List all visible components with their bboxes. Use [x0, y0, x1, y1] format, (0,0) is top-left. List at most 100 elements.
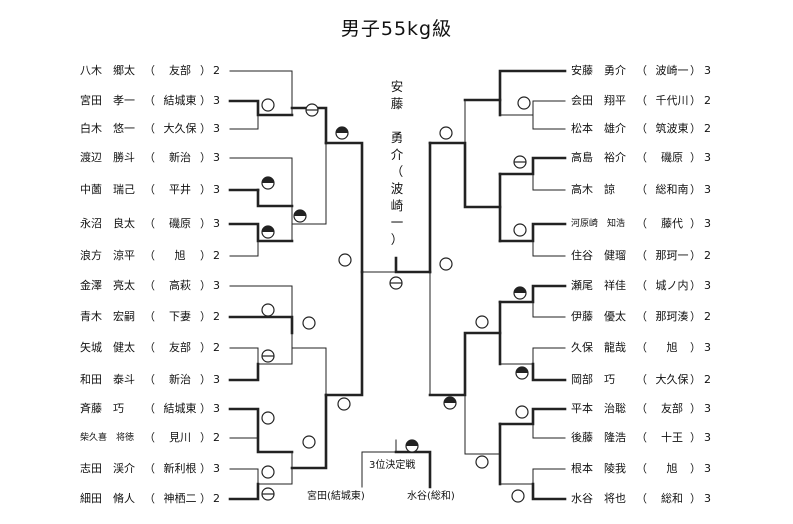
bracket-line [463, 69, 567, 102]
bracket-line [531, 482, 567, 501]
club-name: 見川 [169, 431, 191, 444]
bracket-close: ） [690, 402, 701, 415]
match-score: 3 [213, 122, 220, 135]
bracket-line [498, 284, 567, 304]
left-player-row: 斉藤 巧（結城東）3 [0, 401, 230, 417]
club-name: 友部 [661, 402, 683, 415]
bracket-close: ） [690, 122, 701, 135]
bracket-open: （ [144, 462, 155, 475]
left-player-row: 和田 泰斗（新治）3 [0, 372, 230, 388]
club-name: 磯原 [661, 151, 683, 164]
bracket-line [229, 114, 259, 130]
match-score: 3 [213, 183, 220, 196]
bracket-line [229, 157, 293, 207]
right-player-row: 伊藤 優太（那珂湊）2 [0, 309, 720, 325]
club-name: 総和 [661, 492, 683, 505]
match-score: 2 [704, 94, 711, 107]
win-circle-icon [513, 223, 527, 237]
win-circle-icon [261, 465, 275, 479]
match-score: 2 [704, 249, 711, 262]
bracket-close: ） [690, 249, 701, 262]
half-circle-icon [405, 439, 419, 453]
bracket-open: （ [144, 341, 155, 354]
player-name: 柴久喜 将徳 [80, 433, 135, 443]
left-player-row: 白木 悠一（大久保）3 [0, 121, 230, 137]
bracket-open: （ [144, 373, 155, 386]
player-name: 住谷 健瑠 [571, 249, 626, 262]
club-name: 平井 [169, 183, 191, 196]
club-name: 神栖二 [163, 492, 197, 505]
bracket-close: ） [690, 217, 701, 230]
club-name: 十王 [661, 431, 683, 444]
win-circle-icon [338, 253, 352, 267]
win-circle-icon [517, 96, 531, 110]
bracket-line [532, 301, 566, 318]
half-circle-icon [513, 286, 527, 300]
left-player-row: 永沼 良太（磯原）3 [0, 216, 230, 232]
bracket-line [532, 240, 566, 257]
match-score: 3 [704, 217, 711, 230]
bracket-open: （ [636, 64, 647, 77]
bracket-line [228, 362, 260, 382]
player-name: 高島 裕介 [571, 151, 626, 164]
player-name: 青木 宏嗣 [80, 310, 135, 323]
half-circle-icon [443, 396, 457, 410]
bracket-close: ） [690, 310, 701, 323]
left-player-row: 宮田 孝一（結城東）3 [0, 93, 230, 109]
match-score: 3 [213, 462, 220, 475]
right-player-row: 住谷 健瑠（那珂一）2 [0, 248, 720, 264]
bracket-close: ） [200, 431, 211, 444]
match-score: 2 [213, 310, 220, 323]
bracket-open: （ [144, 183, 155, 196]
bracket-open: （ [636, 217, 647, 230]
bracket-open: （ [144, 310, 155, 323]
bracket-line [394, 450, 432, 489]
bracket-close: ） [690, 462, 701, 475]
win-circle-icon [515, 405, 529, 419]
half-circle-icon [261, 176, 275, 190]
club-name: 千代川 [655, 94, 689, 107]
right-player-row: 水谷 将也（総和）3 [0, 491, 720, 507]
bracket-close: ） [200, 183, 211, 196]
bracket-line [361, 439, 397, 488]
champion-char: 波 [390, 181, 404, 196]
half-circle-icon [261, 487, 275, 501]
match-score: 3 [213, 402, 220, 415]
club-name: 藤代 [661, 217, 683, 230]
left-player-row: 中薗 瑞己（平井）3 [0, 182, 230, 198]
match-score: 3 [704, 492, 711, 505]
club-name: 友部 [169, 64, 191, 77]
win-circle-icon [439, 126, 453, 140]
bracket-close: ） [690, 492, 701, 505]
win-circle-icon [475, 455, 489, 469]
champion-char: 藤 [390, 96, 404, 111]
bracket-open: （ [144, 151, 155, 164]
bracket-open: （ [636, 183, 647, 196]
half-circle-icon [293, 209, 307, 223]
bracket-close: ） [200, 217, 211, 230]
bracket-close: ） [200, 310, 211, 323]
player-name: 八木 郷太 [80, 64, 135, 77]
bracket-line [229, 70, 293, 101]
win-circle-icon [261, 411, 275, 425]
bracket-line [464, 394, 501, 455]
champion-char: 一 [390, 215, 404, 230]
club-name: 旭 [666, 462, 678, 475]
bracket-open: （ [144, 64, 155, 77]
bracket-open: （ [636, 151, 647, 164]
win-circle-icon [302, 435, 316, 449]
club-name: 高萩 [169, 279, 191, 292]
bracket-close: ） [690, 373, 701, 386]
bracket-close: ） [200, 94, 211, 107]
bracket-line [290, 106, 328, 145]
player-name: 金澤 亮太 [80, 279, 135, 292]
champion-char: 安 [390, 79, 404, 94]
bracket-line [428, 331, 502, 397]
player-name: 後藤 隆浩 [571, 431, 626, 444]
bracket-open: （ [144, 402, 155, 415]
club-name: 新治 [169, 373, 191, 386]
player-name: 浪方 涼平 [80, 249, 135, 262]
club-name: 大久保 [163, 122, 197, 135]
match-score: 2 [213, 249, 220, 262]
match-score: 2 [704, 310, 711, 323]
